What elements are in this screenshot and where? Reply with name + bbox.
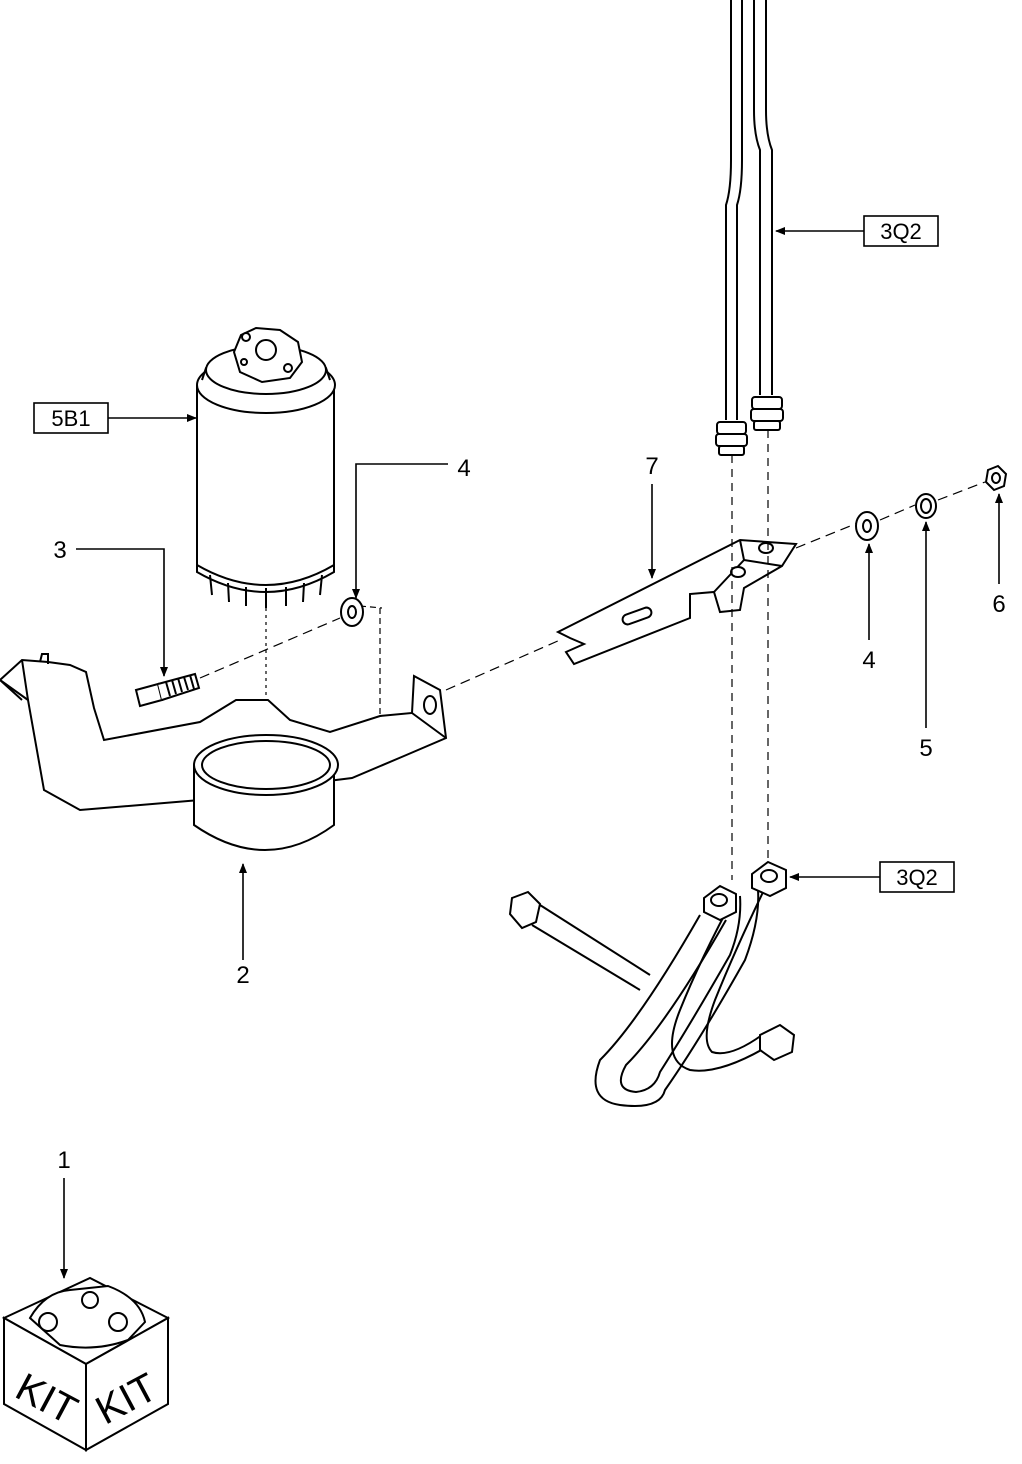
bolt [134, 672, 201, 708]
kit-box [1, 1276, 171, 1452]
svg-text:3Q2: 3Q2 [880, 219, 922, 244]
upper-pipes [715, 0, 784, 456]
clamp-plate [555, 538, 798, 666]
washer-left [340, 597, 364, 627]
ref-box-5b1: 5B1 [33, 402, 109, 434]
callout-1: 1 [57, 1147, 70, 1174]
lock-washer [915, 493, 937, 519]
oil-filter [196, 326, 336, 608]
mounting-axis-line [445, 639, 561, 691]
callout-4-right: 4 [862, 647, 875, 674]
callout-3: 3 [53, 537, 66, 564]
callout-4-left: 4 [457, 455, 470, 482]
ref-box-3q2-lower: 3Q2 [879, 861, 955, 893]
callout-6: 6 [992, 591, 1005, 618]
svg-text:3Q2: 3Q2 [896, 865, 938, 890]
lower-hoses [508, 860, 796, 1107]
washer-right [855, 511, 879, 541]
callout-2: 2 [236, 962, 249, 989]
ref-box-3q2-upper: 3Q2 [863, 215, 939, 247]
callout-7: 7 [645, 453, 658, 480]
callout-5: 5 [919, 735, 932, 762]
hex-nut [984, 464, 1008, 492]
mounting-bracket [0, 653, 448, 851]
leader-lines [60, 227, 1003, 1279]
svg-text:5B1: 5B1 [51, 406, 90, 431]
